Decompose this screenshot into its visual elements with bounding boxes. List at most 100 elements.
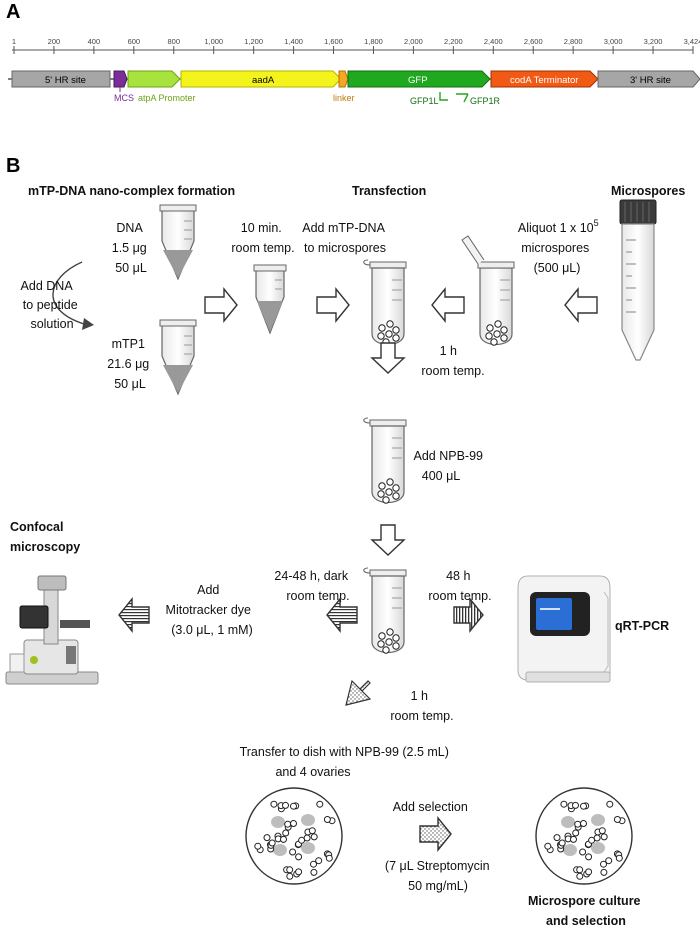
microspore [286,866,294,874]
feature-5hr [11,70,111,88]
ruler-tick-label: 3,424 [684,37,700,46]
arrow-right-icon-2 [316,287,350,323]
transfection-tube [363,259,407,346]
microspore [553,834,561,842]
ruler-tick-label: 1,400 [284,37,303,46]
ruler-tick-label: 2,000 [404,37,423,46]
microspore [323,816,331,823]
feature-aada-label: aadA [252,75,275,86]
microspore [286,872,294,880]
microspore [580,820,587,827]
microspore [325,854,333,862]
ruler-tick-label: 1,800 [364,37,383,46]
microspore [263,834,271,842]
dna-label: DNA 1.5 μg 50 μL [112,221,151,275]
dark-label: 24-48 h, dark room temp. [274,569,351,603]
microspore [600,860,607,868]
microspore [585,868,593,876]
microspore [268,839,276,847]
microspore [282,829,290,837]
microspore [588,836,596,844]
ruler-tick-label: 1,000 [204,37,223,46]
curved-arrow-head-icon [82,318,94,330]
ovary [561,816,575,828]
incubate-label: 10 min. room temp. [231,221,294,255]
microspore [598,827,606,835]
microspore [282,801,289,809]
selection-label: Add selection (7 μL Streptomycin 50 mg/m… [385,800,493,893]
feature-atpa [127,70,181,88]
gfp1r-label: GFP1R [470,96,501,106]
ovary [301,814,315,826]
ovary [563,844,577,856]
microspore [280,835,287,843]
npb-tube [363,417,407,504]
confocal-label: Confocal microscopy [10,520,80,554]
ruler-tick-label: 1 [12,37,16,46]
microspore [295,853,303,861]
arrow-right-icon-1 [204,287,238,323]
arrow-left-striped-icon-2 [118,597,150,633]
arrow-left-icon-2 [564,287,598,323]
microspore [580,802,587,810]
curved-arrow-icon [52,261,85,325]
h48-label: 48 h room temp. [428,569,491,603]
feature-mcs [113,70,128,88]
ovary [591,814,605,826]
microspore [585,853,593,861]
microspore [572,801,579,809]
panel-a-label: A [6,1,20,23]
arrow-down-icon-1 [370,342,406,374]
microspore [570,835,577,843]
microspore [613,816,621,823]
microspore [544,842,552,850]
qrtpcr-label: qRT-PCR [615,619,669,633]
feature-aada [180,70,342,88]
qpcr-machine-icon [517,575,611,683]
ruler-tick-label: 800 [168,37,181,46]
ruler-tick-label: 3,000 [604,37,623,46]
microspore [310,860,317,868]
microspore [576,866,584,874]
microspore [316,800,324,808]
arrow-right-striped-icon [453,597,484,633]
microspore [560,800,568,808]
feature-gfp-label: GFP [408,75,428,86]
arrow-down-icon-2 [370,524,406,556]
ruler-tick-label: 2,600 [524,37,543,46]
feature-coda [490,70,599,88]
microspore-tube [461,235,515,346]
microspore [254,842,262,850]
microspores-header: Microspores [611,184,685,198]
mito-label: Add Mitotracker dye (3.0 μL, 1 mM) [166,583,255,637]
ruler-tick-label: 200 [48,37,61,46]
feature-gfp [347,70,491,88]
gfp1l-primer-icon [439,92,448,101]
ovary [591,842,605,854]
microspore [290,820,297,827]
wait2-label: 1 h room temp. [390,689,453,723]
culture-dish-selected [535,787,633,885]
wait1-label: 1 h room temp. [421,344,484,378]
add-dna-label: Add DNA to peptide solution [21,279,82,331]
microspore [558,839,566,847]
arrow-left-icon-1 [431,287,465,323]
dna-tube [159,204,197,281]
microspore [284,820,292,828]
microspore [572,829,580,837]
culture-dish-initial [245,787,343,885]
microspore [600,833,608,841]
microspore [606,800,614,808]
microspore [579,848,587,856]
microspore [315,857,323,865]
ruler-tick-label: 2,800 [564,37,583,46]
transfer-label: Transfer to dish with NPB-99 (2.5 mL) an… [240,745,453,779]
ovary [301,842,315,854]
aliquot-label: Aliquot 1 x 105 microspores (500 μL) [518,215,602,275]
atpa-label: atpA Promoter [138,93,196,103]
microspore [289,848,297,856]
ovary [271,816,285,828]
ruler-tick-label: 1,200 [244,37,263,46]
culture-label: Microspore culture and selection [528,894,644,928]
